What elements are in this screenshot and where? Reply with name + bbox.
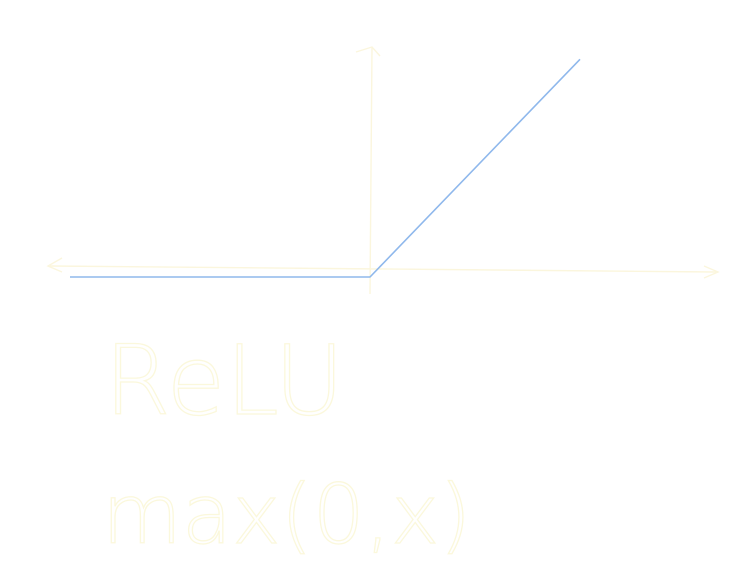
x-axis-arrow-left bbox=[46, 257, 63, 273]
x-axis bbox=[49, 265, 717, 273]
relu-curve-layer bbox=[70, 58, 581, 278]
diagram-title: ReLU bbox=[104, 325, 344, 437]
relu-curve bbox=[70, 58, 581, 278]
y-axis bbox=[369, 47, 373, 295]
x-axis-arrow-right bbox=[703, 265, 720, 279]
diagram-formula: max(0,x) bbox=[102, 468, 471, 563]
axes bbox=[46, 46, 720, 295]
y-axis-arrow-top bbox=[355, 46, 381, 57]
